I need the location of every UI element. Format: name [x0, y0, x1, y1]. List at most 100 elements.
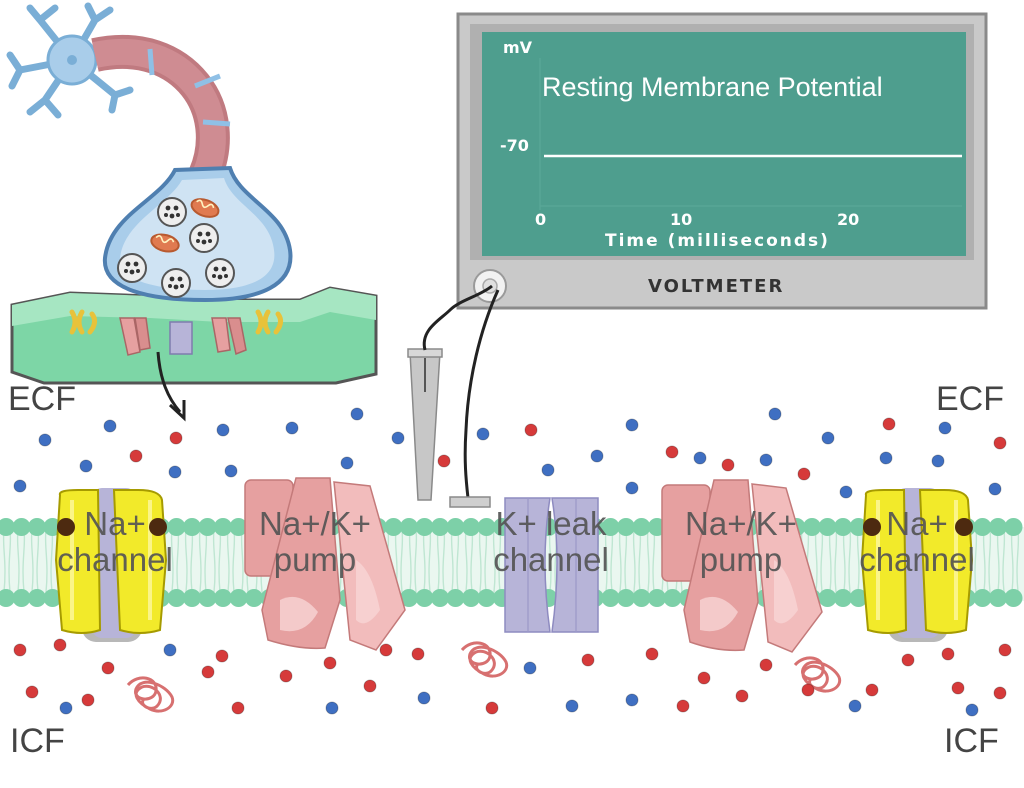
sodium-ion [129, 449, 143, 463]
sodium-ion [941, 647, 955, 661]
sodium-ion [645, 647, 659, 661]
recording-electrode [407, 284, 493, 501]
sodium-ion [101, 661, 115, 675]
sodium-ion [735, 689, 749, 703]
sodium-ion [581, 653, 595, 667]
sodium-ion [801, 683, 815, 697]
sodium-ion [201, 665, 215, 679]
sodium-ion [993, 686, 1007, 700]
lipid-head [384, 518, 403, 536]
na-k-pump-right-label: Na+/K+ pump [685, 505, 797, 578]
potassium-ion [38, 433, 52, 447]
sodium-ion [485, 701, 499, 715]
k-leak-channel-label: K+ leak channel [493, 505, 609, 578]
potassium-ion [103, 419, 117, 433]
potassium-ion [79, 459, 93, 473]
potassium-ion [848, 699, 862, 713]
potassium-ion [965, 703, 979, 717]
na-k-pump-left-label: Na+/K+ pump [259, 505, 371, 578]
lipid-head [198, 518, 217, 536]
lipid-head [28, 518, 46, 536]
lipid-head [431, 518, 449, 536]
lipid-head [198, 589, 217, 607]
lipid-head [973, 518, 992, 536]
synaptic-vesicles [117, 197, 235, 298]
lipid-head [431, 589, 449, 607]
potassium-ion [13, 479, 27, 493]
potassium-ion [759, 453, 773, 467]
lipid-head [462, 589, 480, 607]
lipid-head [834, 589, 852, 607]
potassium-ion [163, 643, 177, 657]
lipid-head [818, 589, 837, 607]
potassium-ion [325, 701, 339, 715]
potassium-ion [340, 456, 354, 470]
ecf-label-left: ECF [8, 380, 76, 418]
lipid-head [229, 518, 248, 536]
na-k-pump-right-shape [661, 479, 823, 653]
lipid-head [601, 589, 620, 607]
lipid-head [632, 518, 651, 536]
lipid-head [446, 518, 465, 536]
sodium-ion [81, 693, 95, 707]
potassium-ion [625, 693, 639, 707]
lipid-head [617, 518, 635, 536]
potassium-ion [59, 701, 73, 715]
lipid-head [849, 589, 868, 607]
lipid-head [415, 518, 434, 536]
lipid-head [167, 518, 186, 536]
sodium-ion [901, 653, 915, 667]
na-channel-left-shape [54, 488, 168, 642]
x-tick-label-1: 10 [670, 210, 693, 229]
sodium-ion [865, 683, 879, 697]
sodium-ion [323, 656, 337, 670]
lipid-head [167, 589, 186, 607]
postsynaptic-receptors [69, 309, 284, 356]
lipid-head [803, 518, 821, 536]
sodium-ion [951, 681, 965, 695]
sodium-ion [379, 643, 393, 657]
lipid-head [183, 589, 201, 607]
x-tick-label-2: 20 [837, 210, 860, 229]
potassium-ion [391, 431, 405, 445]
sodium-ion [363, 679, 377, 693]
ions [13, 407, 1012, 717]
sodium-ion [998, 643, 1012, 657]
k-leak-channel-shape [504, 497, 599, 633]
sodium-ion [279, 669, 293, 683]
potassium-ion [768, 407, 782, 421]
lipid-head [818, 518, 837, 536]
na-k-pump-left-shape [244, 477, 406, 651]
sodium-ion [721, 458, 735, 472]
lipid-head [477, 589, 496, 607]
reference-electrode [449, 289, 500, 508]
potassium-ion [821, 431, 835, 445]
lipid-head [989, 518, 1007, 536]
sodium-ion [524, 423, 538, 437]
lipid-head [663, 589, 682, 607]
potassium-ion [523, 661, 537, 675]
lipid-head [183, 518, 201, 536]
potassium-ion [938, 421, 952, 435]
potassium-ion [625, 481, 639, 495]
lipid-head [12, 589, 31, 607]
potassium-ion [565, 699, 579, 713]
y-axis-unit-label: mV [503, 38, 533, 57]
lipid-head [1004, 518, 1023, 536]
potassium-ion [625, 418, 639, 432]
lipid-head [617, 589, 635, 607]
intracellular-proteins [126, 641, 842, 713]
lipid-head [43, 589, 62, 607]
voltmeter-name: VOLTMETER [648, 276, 785, 297]
voltmeter-title: Resting Membrane Potential [542, 72, 883, 102]
lipid-head [834, 518, 852, 536]
sodium-ion [231, 701, 245, 715]
lipid-head [446, 589, 465, 607]
x-axis-label: Time (milliseconds) [605, 231, 830, 251]
potassium-ion [350, 407, 364, 421]
lipid-head [214, 518, 232, 536]
sodium-ion [25, 685, 39, 699]
lipid-head [400, 518, 418, 536]
potassium-ion [988, 482, 1002, 496]
